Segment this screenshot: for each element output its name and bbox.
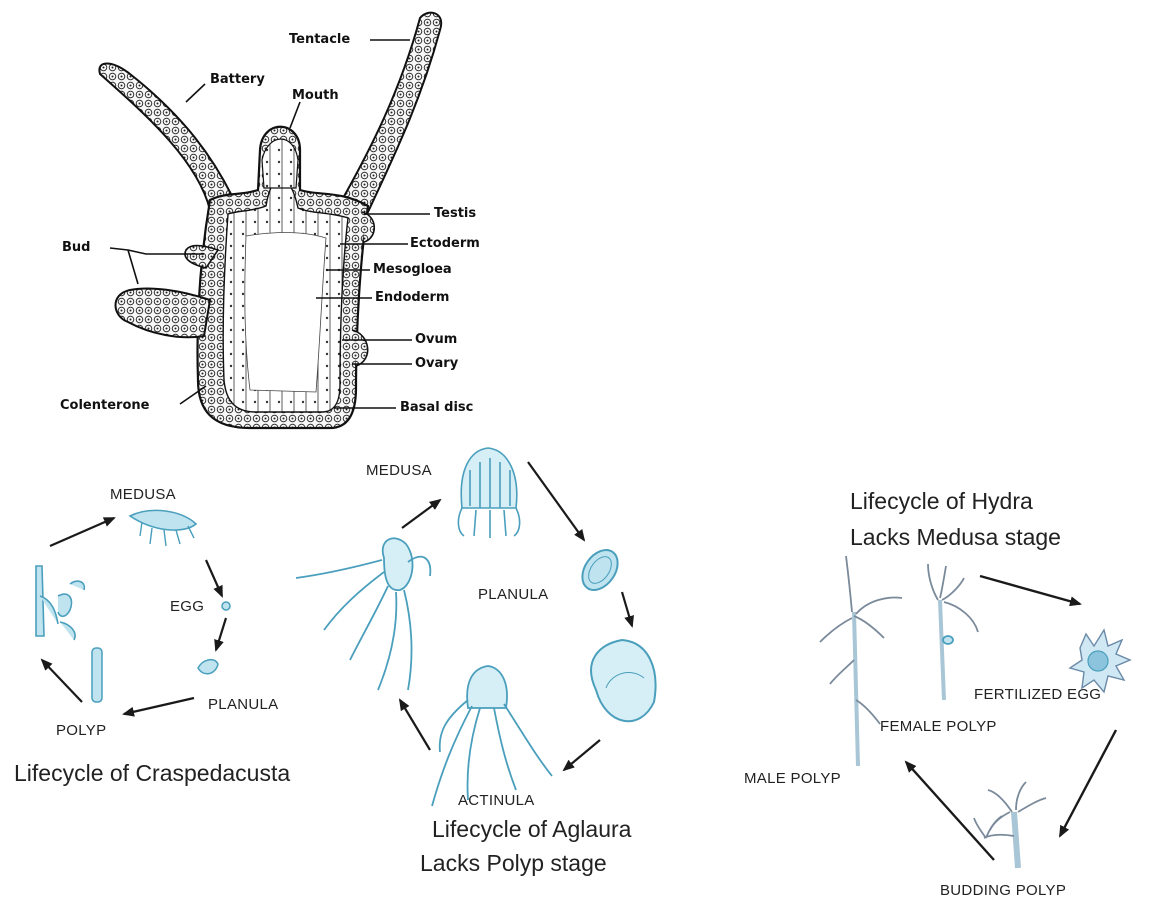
label-endoderm: Endoderm — [375, 290, 449, 305]
aglaura-cycle — [296, 448, 656, 806]
craspedacusta-egg-label: EGG — [170, 598, 204, 615]
aglaura-planula-label: PLANULA — [478, 586, 548, 603]
hydra-lifecycle — [820, 556, 1130, 868]
label-testis: Testis — [434, 206, 476, 221]
label-mouth: Mouth — [292, 88, 339, 103]
arrow-egg-to-budding — [1060, 730, 1116, 836]
aglaura-young-medusa-drawing — [296, 538, 430, 690]
arrow-actinula-to-young-medusa — [400, 700, 430, 750]
aglaura-late-planula-drawing — [591, 640, 655, 721]
hydra-budding-polyp-label: BUDDING POLYP — [940, 882, 1066, 899]
label-tentacle: Tentacle — [289, 32, 350, 47]
leader-battery — [186, 84, 205, 102]
craspedacusta-planula-label: PLANULA — [208, 696, 278, 713]
aglaura-title-line2: Lacks Polyp stage — [420, 850, 607, 877]
label-bud: Bud — [62, 240, 90, 255]
leader-mouth — [290, 102, 300, 128]
craspedacusta-young-polyp-drawing — [92, 648, 102, 702]
craspedacusta-polyp-label: POLYP — [56, 722, 106, 739]
craspedacusta-medusa-label: MEDUSA — [110, 486, 176, 503]
craspedacusta-title: Lifecycle of Craspedacusta — [14, 760, 290, 787]
craspedacusta-planula-drawing — [198, 660, 218, 674]
craspedacusta-arrows — [42, 518, 226, 714]
craspedacusta-polyp-colony-drawing — [36, 566, 84, 640]
arrow-young-to-medusa — [402, 500, 440, 528]
arrow-polyp-to-colony — [42, 660, 82, 702]
aglaura-planula-drawing — [575, 543, 625, 596]
arrow-late-planula-to-actinula — [564, 740, 600, 770]
label-ovum: Ovum — [415, 332, 457, 347]
label-basal-disc: Basal disc — [400, 400, 473, 415]
aglaura-actinula-label: ACTINULA — [458, 792, 535, 809]
label-mesogloea: Mesogloea — [373, 262, 452, 277]
craspedacusta-medusa-drawing — [130, 510, 196, 546]
aglaura-title-line1: Lifecycle of Aglaura — [432, 816, 631, 843]
arrow-medusa-to-egg — [206, 560, 222, 596]
arrow-polyps-to-egg — [980, 576, 1080, 604]
hydra-fertilized-egg-drawing — [1070, 630, 1130, 692]
leader-bud-bottom — [128, 250, 138, 284]
label-colenterone: Colenterone — [60, 398, 149, 413]
hydra-body-outline — [99, 13, 441, 428]
hydra-cycle-title-line2: Lacks Medusa stage — [850, 524, 1061, 551]
aglaura-actinula-drawing — [432, 666, 552, 806]
hydra-anatomy-drawing — [99, 13, 441, 428]
aglaura-medusa-label: MEDUSA — [366, 462, 432, 479]
hydra-male-polyp-label: MALE POLYP — [744, 770, 841, 787]
hydra-female-polyp-label: FEMALE POLYP — [880, 718, 997, 735]
arrow-budding-to-polyps — [906, 762, 994, 860]
hydra-female-polyp-drawing — [928, 564, 978, 700]
arrow-planula-to-late-planula — [622, 592, 632, 626]
label-battery: Battery — [210, 72, 265, 87]
arrow-polyp-to-medusa — [50, 518, 114, 546]
arrow-planula-to-polyp — [124, 698, 194, 714]
hydra-budding-polyp-drawing — [974, 782, 1046, 868]
hydra-cycle-title-line1: Lifecycle of Hydra — [850, 488, 1033, 515]
arrow-medusa-to-planula — [528, 462, 584, 540]
arrow-egg-to-planula — [216, 618, 226, 650]
hydra-fertilized-egg-label: FERTILIZED EGG — [974, 686, 1101, 703]
craspedacusta-egg-drawing — [222, 602, 230, 610]
label-ectoderm: Ectoderm — [410, 236, 480, 251]
label-ovary: Ovary — [415, 356, 458, 371]
aglaura-medusa-drawing — [458, 448, 519, 538]
